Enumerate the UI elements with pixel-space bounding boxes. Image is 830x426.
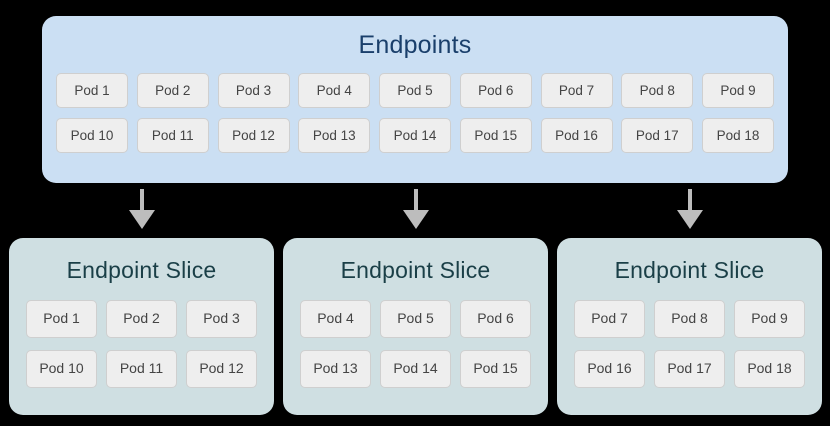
pod-chip[interactable]: Pod 6 bbox=[459, 73, 532, 108]
endpoint-slice-pod-row: Pod 7 Pod 8 Pod 9 bbox=[574, 300, 805, 338]
pod-chip[interactable]: Pod 11 bbox=[106, 350, 177, 388]
pod-chip[interactable]: Pod 18 bbox=[702, 118, 774, 153]
down-arrow-icon bbox=[403, 189, 429, 229]
arrow-head bbox=[677, 210, 703, 229]
endpoints-title: Endpoints bbox=[358, 31, 472, 59]
pod-chip[interactable]: Pod 5 bbox=[380, 300, 451, 338]
endpoint-slice-panel: Endpoint Slice Pod 4 Pod 5 Pod 6 Pod 13 … bbox=[283, 238, 548, 415]
arrow-head bbox=[403, 210, 429, 229]
arrow-shaft bbox=[140, 189, 144, 213]
pod-chip[interactable]: Pod 10 bbox=[26, 350, 97, 388]
pod-chip[interactable]: Pod 1 bbox=[56, 73, 128, 108]
endpoint-slice-title: Endpoint Slice bbox=[66, 257, 217, 283]
pod-chip[interactable]: Pod 18 bbox=[734, 350, 805, 388]
pod-chip[interactable]: Pod 17 bbox=[654, 350, 725, 388]
arrow-shaft bbox=[688, 189, 692, 213]
endpoint-slice-pod-row: Pod 13 Pod 14 Pod 15 bbox=[300, 350, 531, 388]
pod-chip[interactable]: Pod 2 bbox=[106, 300, 177, 338]
pod-chip[interactable]: Pod 14 bbox=[379, 118, 451, 153]
arrow-head bbox=[129, 210, 155, 229]
endpoint-slice-pod-row: Pod 1 Pod 2 Pod 3 bbox=[26, 300, 257, 338]
pod-chip[interactable]: Pod 8 bbox=[654, 300, 725, 338]
endpoint-slice-pod-row: Pod 10 Pod 11 Pod 12 bbox=[26, 350, 257, 388]
endpoints-panel: Endpoints Pod 1 Pod 2 Pod 3 Pod 4 Pod 5 … bbox=[42, 16, 788, 183]
arrow-shaft bbox=[414, 189, 418, 213]
pod-chip[interactable]: Pod 12 bbox=[217, 118, 290, 153]
pod-chip[interactable]: Pod 12 bbox=[186, 350, 257, 388]
pod-chip[interactable]: Pod 3 bbox=[186, 300, 257, 338]
endpoint-slice-pod-grid: Pod 1 Pod 2 Pod 3 Pod 10 Pod 11 Pod 12 bbox=[26, 300, 257, 388]
pod-chip[interactable]: Pod 7 bbox=[540, 73, 613, 108]
pod-chip[interactable]: Pod 17 bbox=[621, 118, 694, 153]
pod-chip[interactable]: Pod 10 bbox=[56, 118, 128, 153]
endpoint-slice-title: Endpoint Slice bbox=[340, 257, 491, 283]
pod-chip[interactable]: Pod 14 bbox=[380, 350, 451, 388]
pod-chip[interactable]: Pod 13 bbox=[300, 350, 371, 388]
pod-chip[interactable]: Pod 16 bbox=[540, 118, 613, 153]
pod-chip[interactable]: Pod 4 bbox=[298, 73, 371, 108]
down-arrow-icon bbox=[129, 189, 155, 229]
down-arrow-icon bbox=[677, 189, 703, 229]
pod-chip[interactable]: Pod 11 bbox=[136, 118, 209, 153]
endpoints-pod-row: Pod 1 Pod 2 Pod 3 Pod 4 Pod 5 Pod 6 Pod … bbox=[56, 73, 774, 108]
endpoint-slice-pod-row: Pod 16 Pod 17 Pod 18 bbox=[574, 350, 805, 388]
endpoint-slice-pod-grid: Pod 4 Pod 5 Pod 6 Pod 13 Pod 14 Pod 15 bbox=[300, 300, 531, 388]
endpoint-slice-pod-grid: Pod 7 Pod 8 Pod 9 Pod 16 Pod 17 Pod 18 bbox=[574, 300, 805, 388]
endpoint-slice-panel: Endpoint Slice Pod 7 Pod 8 Pod 9 Pod 16 … bbox=[557, 238, 822, 415]
pod-chip[interactable]: Pod 3 bbox=[217, 73, 290, 108]
pod-chip[interactable]: Pod 13 bbox=[298, 118, 371, 153]
pod-chip[interactable]: Pod 4 bbox=[300, 300, 371, 338]
pod-chip[interactable]: Pod 5 bbox=[379, 73, 451, 108]
endpoints-pod-grid: Pod 1 Pod 2 Pod 3 Pod 4 Pod 5 Pod 6 Pod … bbox=[56, 73, 774, 153]
pod-chip[interactable]: Pod 9 bbox=[702, 73, 774, 108]
endpoint-slice-pod-row: Pod 4 Pod 5 Pod 6 bbox=[300, 300, 531, 338]
pod-chip[interactable]: Pod 15 bbox=[460, 350, 531, 388]
pod-chip[interactable]: Pod 1 bbox=[26, 300, 97, 338]
pod-chip[interactable]: Pod 7 bbox=[574, 300, 645, 338]
pod-chip[interactable]: Pod 2 bbox=[136, 73, 209, 108]
pod-chip[interactable]: Pod 6 bbox=[460, 300, 531, 338]
pod-chip[interactable]: Pod 16 bbox=[574, 350, 645, 388]
pod-chip[interactable]: Pod 8 bbox=[621, 73, 694, 108]
pod-chip[interactable]: Pod 9 bbox=[734, 300, 805, 338]
pod-chip[interactable]: Pod 15 bbox=[459, 118, 532, 153]
endpoint-slice-panel: Endpoint Slice Pod 1 Pod 2 Pod 3 Pod 10 … bbox=[9, 238, 274, 415]
endpoint-slice-title: Endpoint Slice bbox=[614, 257, 765, 283]
endpoints-pod-row: Pod 10 Pod 11 Pod 12 Pod 13 Pod 14 Pod 1… bbox=[56, 118, 774, 153]
